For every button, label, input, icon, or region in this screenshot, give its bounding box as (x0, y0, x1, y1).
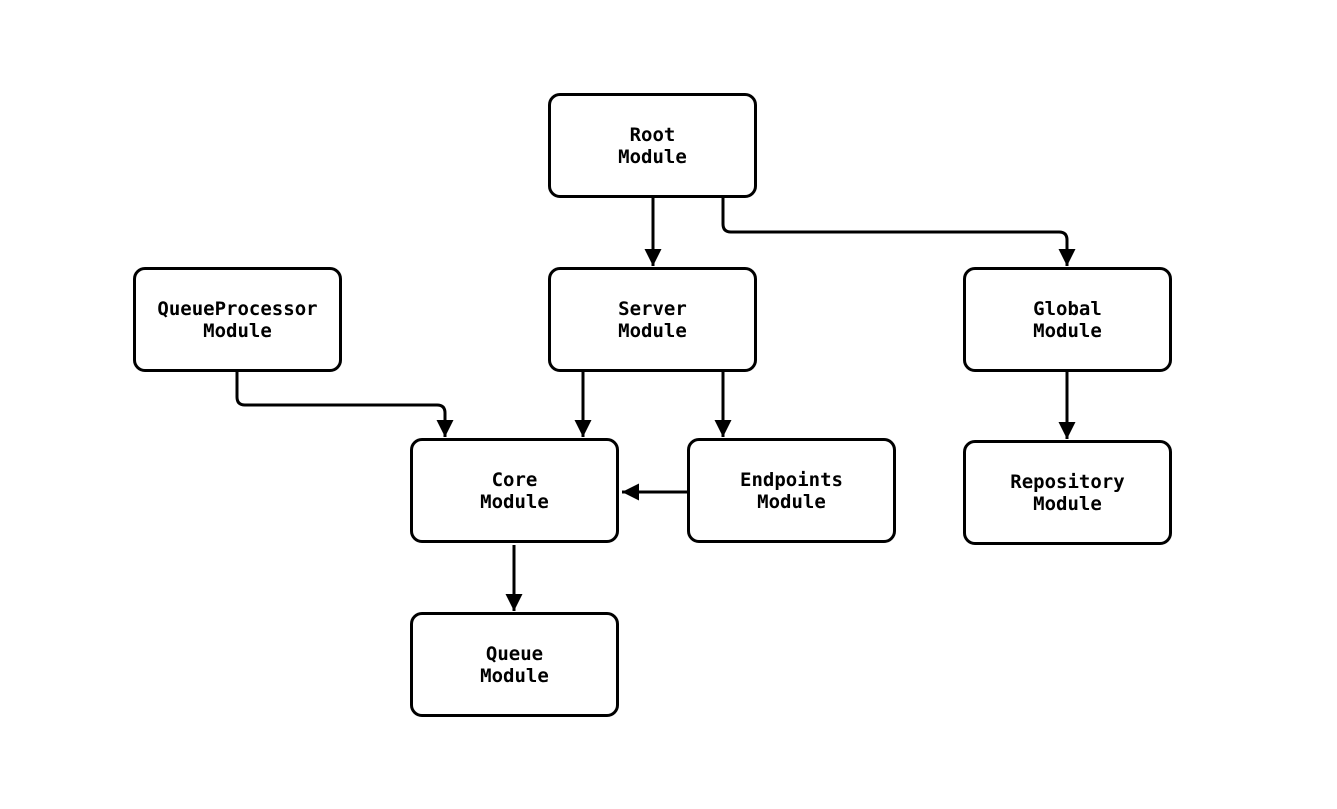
node-core-module: Core Module (410, 438, 619, 543)
node-label-line: Module (203, 319, 272, 342)
node-label-line: Module (618, 145, 687, 168)
node-label-line: QueueProcessor (157, 297, 318, 320)
node-label-line: Server (618, 297, 687, 320)
edge-root-to-global (721, 198, 1076, 266)
node-label-line: Root (629, 123, 676, 146)
node-label-line: Module (480, 490, 549, 513)
node-label-line: Repository (1010, 470, 1125, 493)
node-queue-module: Queue Module (410, 612, 619, 717)
node-label-line: Module (618, 319, 687, 342)
node-global-module: Global Module (963, 267, 1172, 372)
node-label-line: Queue (485, 642, 544, 665)
node-label-line: Module (1033, 319, 1102, 342)
edge-queueprocessor-to-core (235, 372, 454, 437)
node-label-line: Module (757, 490, 826, 513)
node-endpoints-module: Endpoints Module (687, 438, 896, 543)
node-label-line: Module (480, 664, 549, 687)
node-label-line: Endpoints (740, 468, 843, 491)
node-repository-module: Repository Module (963, 440, 1172, 545)
node-label-line: Module (1033, 492, 1102, 515)
node-label-line: Global (1033, 297, 1102, 320)
node-root-module: Root Module (548, 93, 757, 198)
node-queueprocessor-module: QueueProcessor Module (133, 267, 342, 372)
node-server-module: Server Module (548, 267, 757, 372)
node-label-line: Core (491, 468, 538, 491)
